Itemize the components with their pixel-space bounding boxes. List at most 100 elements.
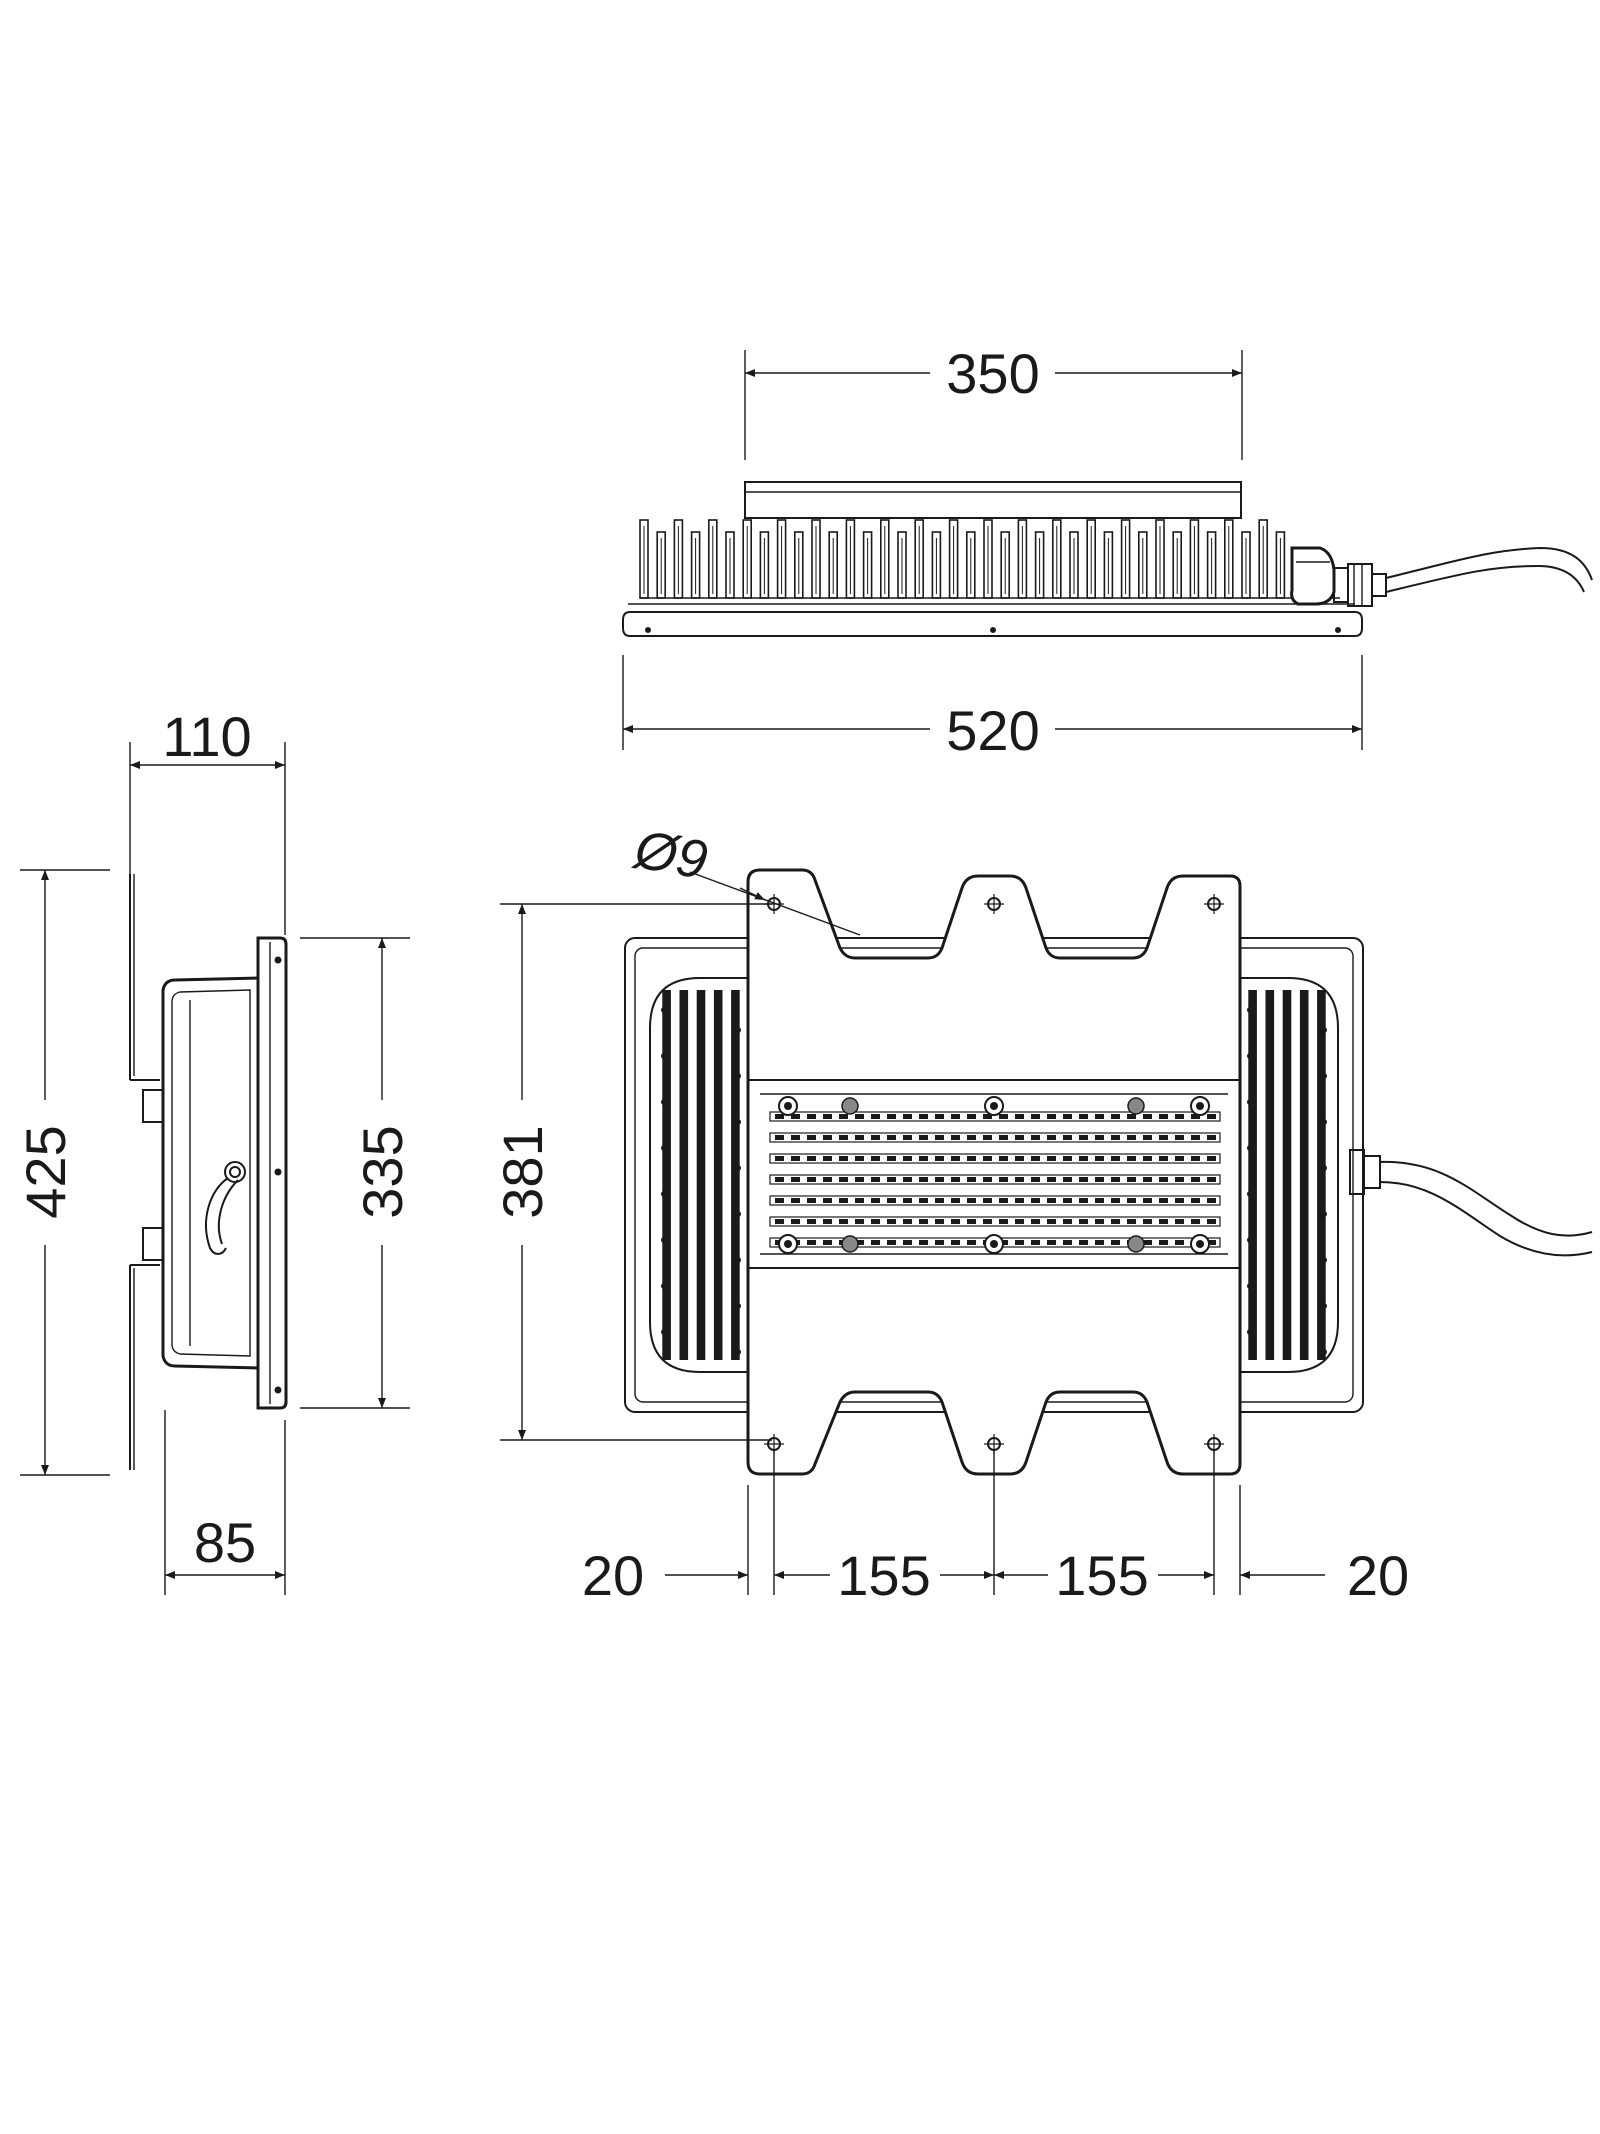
- panel-screw: [735, 1165, 741, 1171]
- panel-screw: [661, 1099, 667, 1105]
- dimension-85: 85: [164, 1410, 286, 1595]
- led-chip: [1047, 1156, 1056, 1161]
- led-chip: [1079, 1240, 1088, 1245]
- led-chip: [807, 1219, 816, 1224]
- led-chip: [1063, 1219, 1072, 1224]
- bottom-dimensions: 20 155 155 20: [582, 1450, 1409, 1607]
- led-chip: [1159, 1219, 1168, 1224]
- panel-screw: [735, 1073, 741, 1079]
- led-chip: [919, 1114, 928, 1119]
- module-pin: [841, 1235, 859, 1253]
- led-chip: [775, 1114, 784, 1119]
- led-chip: [1127, 1177, 1136, 1182]
- led-chip: [791, 1156, 800, 1161]
- led-chip: [871, 1135, 880, 1140]
- panel-screw: [1321, 1257, 1327, 1263]
- led-chip: [839, 1219, 848, 1224]
- panel-screw: [1247, 1145, 1253, 1151]
- led-strip: [769, 1174, 1221, 1185]
- led-chip: [807, 1135, 816, 1140]
- led-chip: [1079, 1198, 1088, 1203]
- led-chip: [983, 1198, 992, 1203]
- panel-screw: [1247, 1007, 1253, 1013]
- led-chip: [1111, 1177, 1120, 1182]
- led-chip: [1175, 1156, 1184, 1161]
- led-chip: [1159, 1135, 1168, 1140]
- led-chip: [1191, 1135, 1200, 1140]
- led-chip: [951, 1156, 960, 1161]
- led-chip: [855, 1219, 864, 1224]
- led-chip: [999, 1156, 1008, 1161]
- led-chip: [999, 1114, 1008, 1119]
- led-chip: [1031, 1177, 1040, 1182]
- dim-335-label: 335: [351, 1125, 414, 1218]
- dim-110-label: 110: [162, 705, 251, 768]
- led-chip: [903, 1177, 912, 1182]
- led-chip: [887, 1177, 896, 1182]
- led-chip: [1207, 1114, 1216, 1119]
- led-chip: [1063, 1198, 1072, 1203]
- led-chip: [1143, 1219, 1152, 1224]
- led-chip: [1047, 1135, 1056, 1140]
- led-chip: [935, 1198, 944, 1203]
- mounting-holes: [764, 894, 1224, 1454]
- top-view: 350: [622, 342, 1593, 762]
- led-chip: [1031, 1219, 1040, 1224]
- module-screw-center: [1196, 1102, 1204, 1110]
- led-chip: [1175, 1219, 1184, 1224]
- led-chip: [967, 1177, 976, 1182]
- dim-425-label: 425: [14, 1125, 77, 1218]
- led-chip: [1175, 1114, 1184, 1119]
- led-chip: [1127, 1114, 1136, 1119]
- led-chip: [967, 1240, 976, 1245]
- cable-gland-top: [1290, 546, 1593, 607]
- led-chip: [903, 1219, 912, 1224]
- led-chip: [775, 1135, 784, 1140]
- panel-screw: [661, 1007, 667, 1013]
- led-chip: [871, 1114, 880, 1119]
- led-chip: [1143, 1156, 1152, 1161]
- led-chip: [1111, 1156, 1120, 1161]
- led-chip: [807, 1198, 816, 1203]
- led-chip: [1111, 1240, 1120, 1245]
- led-chip: [1111, 1135, 1120, 1140]
- panel-fin: [662, 990, 671, 1360]
- panel-fin: [679, 990, 689, 1360]
- led-chip: [1079, 1114, 1088, 1119]
- led-chip: [1079, 1135, 1088, 1140]
- led-chip: [871, 1219, 880, 1224]
- led-chip: [1031, 1198, 1040, 1203]
- panel-screw: [1247, 1237, 1253, 1243]
- led-chip: [1079, 1219, 1088, 1224]
- led-chip: [951, 1219, 960, 1224]
- hole-diameter-label: Ø9: [628, 819, 711, 891]
- led-module: [747, 1079, 1241, 1269]
- led-chip: [903, 1240, 912, 1245]
- led-chip: [1095, 1219, 1104, 1224]
- led-chip: [983, 1114, 992, 1119]
- panel-fin: [696, 990, 706, 1360]
- led-chip: [1079, 1177, 1088, 1182]
- panel-screw: [735, 1027, 741, 1033]
- led-chip: [1143, 1114, 1152, 1119]
- cable-gland-front: [1349, 1149, 1593, 1257]
- module-screw-center: [990, 1240, 998, 1248]
- led-chip: [1015, 1114, 1024, 1119]
- panel-screw: [661, 1329, 667, 1335]
- led-chip: [1191, 1219, 1200, 1224]
- led-chip: [887, 1219, 896, 1224]
- led-chip: [1063, 1240, 1072, 1245]
- led-strip: [769, 1216, 1221, 1227]
- led-chip: [999, 1177, 1008, 1182]
- led-chip: [1015, 1198, 1024, 1203]
- dim-155-right-label: 155: [1055, 1544, 1148, 1607]
- panel-screw: [1321, 1349, 1327, 1355]
- left-led-panel: [649, 977, 749, 1373]
- led-chip: [1175, 1135, 1184, 1140]
- side-view: 110 425: [14, 705, 414, 1595]
- led-chip: [1143, 1240, 1152, 1245]
- led-chip: [967, 1219, 976, 1224]
- led-chip: [871, 1240, 880, 1245]
- panel-fin: [1299, 990, 1309, 1360]
